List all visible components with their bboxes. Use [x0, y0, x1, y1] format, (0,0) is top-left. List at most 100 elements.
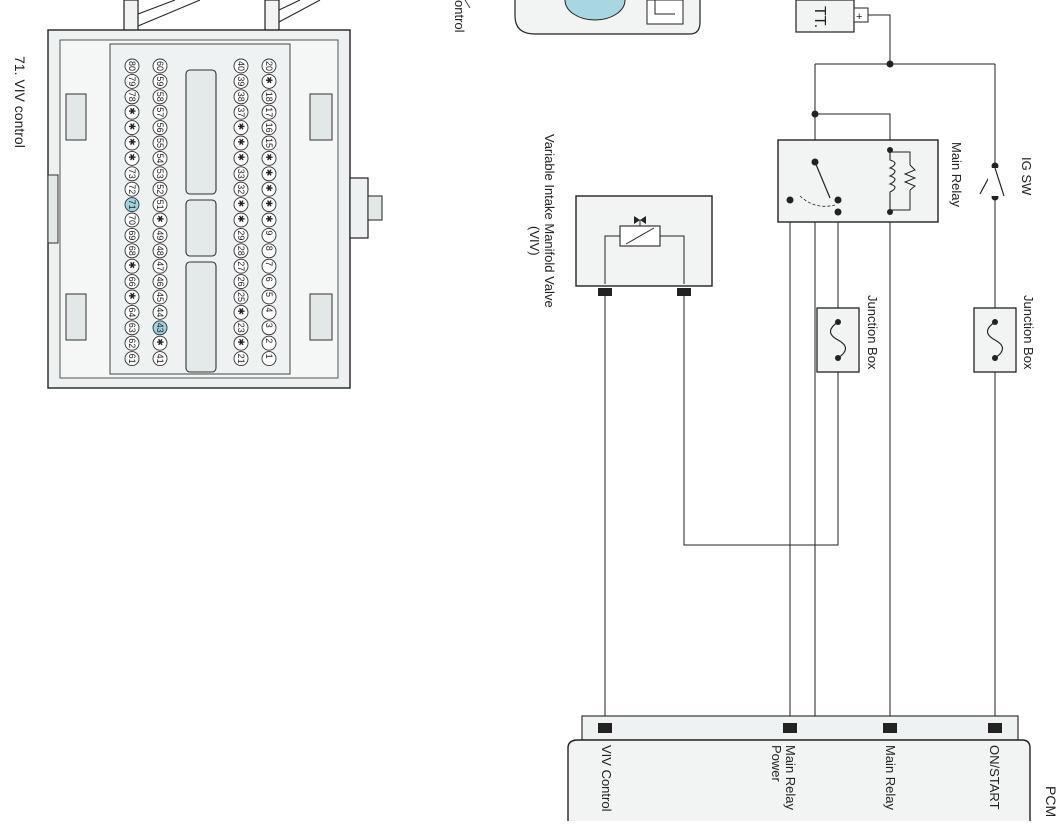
caption: 71. VIV control — [12, 56, 28, 148]
connector-pin-label: 45 — [155, 292, 165, 302]
connector-pin-label: 17 — [264, 107, 274, 117]
connector-pin-label: ✱ — [127, 138, 137, 146]
connector-pin-label: 57 — [155, 107, 165, 117]
connector-pin-label: ✱ — [236, 307, 246, 315]
connector-pin-label: ✱ — [127, 153, 137, 161]
connector-pin: ✱ — [261, 150, 277, 166]
connector-pin: 48 — [152, 243, 168, 259]
connector-pin: ✱ — [233, 197, 249, 213]
connector-pin-label: 46 — [155, 277, 165, 287]
connector-pin-label: 66 — [127, 277, 137, 287]
connector-pin-label: 71 — [127, 200, 137, 210]
connector-pin-label: 15 — [264, 138, 274, 148]
connector-pin-label: ✱ — [264, 153, 274, 161]
pcm-terminal-power: Power — [769, 745, 784, 783]
connector-pin: 37 — [233, 104, 249, 120]
connector-pin: ✱ — [233, 150, 249, 166]
connector-pin: ✱ — [124, 150, 140, 166]
connector-pin-label: 60 — [155, 61, 165, 71]
connector-pin: ✱ — [233, 212, 249, 228]
connector-pin-label: ✱ — [155, 215, 165, 223]
connector-pin-label: 27 — [236, 261, 246, 271]
connector-pin-label: ✱ — [236, 153, 246, 161]
connector-pin-label: 8 — [264, 246, 274, 251]
connector-view: 20✱18171615✱✱✱✱✱98765432140393837✱✱✱3332… — [47, 0, 383, 389]
control-fragment: ontrol — [452, 0, 467, 33]
connector-pin: 79 — [124, 73, 140, 89]
battery: TT. + — [795, 0, 869, 33]
connector-pin: 2 — [261, 335, 277, 351]
junction-box-2-label: Junction Box — [865, 295, 880, 370]
connector-pin: 69 — [124, 227, 140, 243]
connector-pin: 41 — [152, 351, 168, 367]
pcm-terminal-main-relay: Main Relay — [883, 745, 898, 811]
connector-pin-label: 53 — [155, 169, 165, 179]
connector-pin: ✱ — [124, 104, 140, 120]
connector-pin: 66 — [124, 274, 140, 290]
connector-pin-label: 25 — [236, 292, 246, 302]
connector-pin-label: 3 — [264, 323, 274, 328]
connector-pin: 18 — [261, 89, 277, 105]
connector-pin: ✱ — [261, 197, 277, 213]
viv-valve — [575, 195, 713, 296]
wiring — [604, 14, 996, 720]
connector-pin: 4 — [261, 304, 277, 320]
pcm-title: PCM — [1043, 786, 1059, 817]
junction-box-2 — [816, 307, 860, 373]
connector-pin: ✱ — [124, 120, 140, 136]
connector-pin: 78 — [124, 89, 140, 105]
connector-pin-label: ✱ — [236, 200, 246, 208]
pcm-block — [567, 715, 1031, 821]
connector-pin: 23 — [233, 320, 249, 336]
connector-pin-label: 1 — [264, 354, 274, 359]
connector-pin-label: 56 — [155, 123, 165, 133]
connector-pin-label: 51 — [155, 200, 165, 210]
connector-pin: 1 — [261, 351, 277, 367]
connector-pin-label: 18 — [264, 92, 274, 102]
connector-pin-label: ✱ — [127, 292, 137, 300]
partial-sensor — [514, 0, 701, 35]
connector-pin-label: 62 — [127, 338, 137, 348]
junctions — [811, 60, 894, 118]
connector-pin-label: ✱ — [236, 138, 246, 146]
connector-pin-label: 29 — [236, 230, 246, 240]
connector-pin-label: 7 — [264, 261, 274, 266]
connector-pin-label: 39 — [236, 76, 246, 86]
connector-pin-label: ✱ — [264, 184, 274, 192]
connector-pin-label: 54 — [155, 153, 165, 163]
connector-pin: 26 — [233, 274, 249, 290]
connector-pin-label: ✱ — [264, 169, 274, 177]
connector-pin-label: 23 — [236, 323, 246, 333]
connector-pin: ✱ — [233, 135, 249, 151]
connector-pin: 45 — [152, 289, 168, 305]
connector-pin: 16 — [261, 120, 277, 136]
connector-pin-label: 64 — [127, 307, 137, 317]
connector-pin: 9 — [261, 227, 277, 243]
connector-pin-label: 48 — [155, 246, 165, 256]
connector-pin: 43 — [152, 320, 168, 336]
junction-box-1 — [973, 307, 1017, 373]
connector-pin: 49 — [152, 227, 168, 243]
connector-pin: ✱ — [124, 135, 140, 151]
connector-pin: 25 — [233, 289, 249, 305]
pcm-terminal-main-relay-power: Main Relay — [783, 745, 798, 811]
connector-pin: 51 — [152, 197, 168, 213]
ig-switch — [979, 162, 1005, 201]
connector-pin: 54 — [152, 150, 168, 166]
connector-pin-label: ✱ — [236, 215, 246, 223]
connector-pin: 60 — [152, 58, 168, 74]
connector-pin: 28 — [233, 243, 249, 259]
connector-pin: 52 — [152, 181, 168, 197]
connector-pin-label: ✱ — [127, 107, 137, 115]
connector-pin-label: 32 — [236, 184, 246, 194]
connector-pin-label: 68 — [127, 246, 137, 256]
connector-pin-label: 72 — [127, 184, 137, 194]
ig-sw-label: IG SW — [1019, 157, 1034, 196]
connector-pin: 32 — [233, 181, 249, 197]
connector-pin: 6 — [261, 274, 277, 290]
connector-pin: ✱ — [124, 289, 140, 305]
connector-pin: ✱ — [261, 181, 277, 197]
connector-pin: 57 — [152, 104, 168, 120]
connector-pin: 27 — [233, 258, 249, 274]
connector-pin: 29 — [233, 227, 249, 243]
